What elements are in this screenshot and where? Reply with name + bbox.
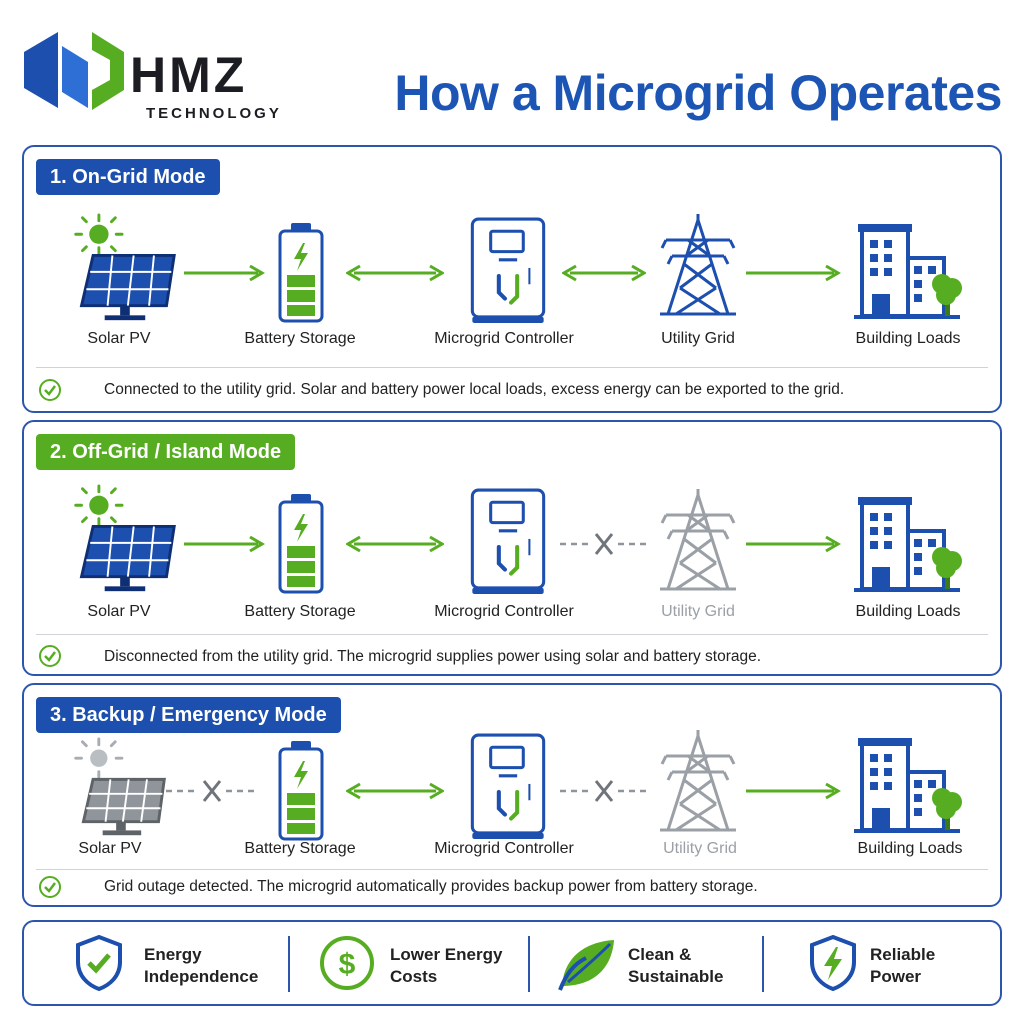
battery-icon — [278, 223, 324, 323]
hmz-logo-icon — [24, 32, 124, 110]
check-circle-icon — [39, 645, 61, 667]
arrow-both — [346, 264, 444, 282]
node-label: Battery Storage — [244, 840, 356, 857]
battery-icon — [278, 494, 324, 594]
arrow-right — [746, 782, 841, 800]
node-label: Utility Grid — [661, 330, 735, 347]
node-label: Utility Grid — [663, 840, 737, 857]
arrow-both — [346, 535, 444, 553]
node-label: Building Loads — [855, 603, 961, 620]
mode-description: Grid outage detected. The microgrid auto… — [104, 878, 758, 895]
utility-tower-icon — [658, 488, 738, 591]
node-label: Utility Grid — [661, 603, 735, 620]
arrow-right — [746, 264, 841, 282]
node-label: Solar PV — [78, 840, 142, 857]
leaf-icon — [558, 940, 614, 991]
divider — [36, 869, 988, 870]
on-grid-panel: 1. On-Grid Mode Solar PV Battery Storage… — [22, 145, 1002, 413]
node-label: Microgrid Controller — [434, 603, 574, 620]
dollar-coin-icon: $ — [320, 936, 374, 990]
divider — [528, 936, 530, 992]
arrow-both — [562, 264, 646, 282]
disconnect-x-icon — [560, 780, 648, 802]
controller-icon — [470, 217, 546, 325]
utility-tower-icon — [658, 213, 738, 316]
benefit-line: Lower Energy — [390, 945, 503, 964]
building-icon — [852, 222, 962, 319]
mode-description: Connected to the utility grid. Solar and… — [104, 381, 845, 398]
benefit-line: Energy — [144, 945, 202, 964]
battery-icon — [278, 741, 324, 841]
arrow-right — [184, 535, 265, 553]
mode-description: Disconnected from the utility grid. The … — [104, 648, 762, 665]
benefit-line: Reliable — [870, 945, 936, 964]
divider — [288, 936, 290, 992]
node-label: Battery Storage — [244, 603, 356, 620]
shield-bolt-icon — [810, 934, 856, 992]
brand-logo: HMZ TECHNOLOGY — [18, 20, 298, 122]
controller-icon — [470, 488, 546, 596]
arrow-right — [184, 264, 265, 282]
brand-name: HMZ — [130, 47, 248, 103]
mode-badge: 3. Backup / Emergency Mode — [36, 697, 341, 733]
solar-pv-icon — [74, 484, 176, 593]
node-label: Building Loads — [857, 840, 963, 857]
node-label: Solar PV — [87, 330, 151, 347]
brand-tagline: TECHNOLOGY — [146, 105, 282, 122]
node-label: Building Loads — [855, 330, 961, 347]
arrow-both — [346, 782, 444, 800]
node-label: Microgrid Controller — [434, 840, 574, 857]
solar-pv-icon — [74, 737, 166, 837]
benefit-text: Clean & Sustainable — [628, 944, 723, 988]
node-label: Battery Storage — [244, 330, 356, 347]
benefit-line: Power — [870, 967, 922, 986]
shield-check-icon — [76, 934, 122, 992]
utility-tower-icon — [658, 729, 738, 832]
controller-icon — [470, 733, 546, 841]
mode-badge: 1. On-Grid Mode — [36, 159, 220, 195]
building-icon — [852, 736, 962, 833]
page-title: How a Microgrid Operates — [394, 65, 1002, 121]
benefit-line: Sustainable — [628, 967, 724, 986]
benefit-line: Costs — [390, 967, 438, 986]
off-grid-panel: 2. Off-Grid / Island Mode Solar PV Batte… — [22, 420, 1002, 676]
backup-panel: 3. Backup / Emergency Mode Solar PV Batt… — [22, 683, 1002, 907]
disconnect-x-icon — [166, 780, 258, 802]
benefit-line: Independence — [144, 967, 259, 986]
node-label: Microgrid Controller — [434, 330, 574, 347]
check-circle-icon — [39, 379, 61, 401]
building-icon — [852, 495, 962, 592]
solar-pv-icon — [74, 213, 176, 322]
mode-badge: 2. Off-Grid / Island Mode — [36, 434, 296, 470]
benefit-clean-sustainable: Clean & Sustainable — [552, 922, 772, 1004]
svg-text:$: $ — [339, 948, 356, 981]
divider — [762, 936, 764, 992]
disconnect-x-icon — [560, 533, 648, 555]
check-circle-icon — [39, 876, 61, 898]
divider — [36, 367, 988, 368]
benefit-line: Clean & — [628, 945, 692, 964]
arrow-right — [746, 535, 841, 553]
divider — [36, 634, 988, 635]
node-label: Solar PV — [87, 603, 151, 620]
